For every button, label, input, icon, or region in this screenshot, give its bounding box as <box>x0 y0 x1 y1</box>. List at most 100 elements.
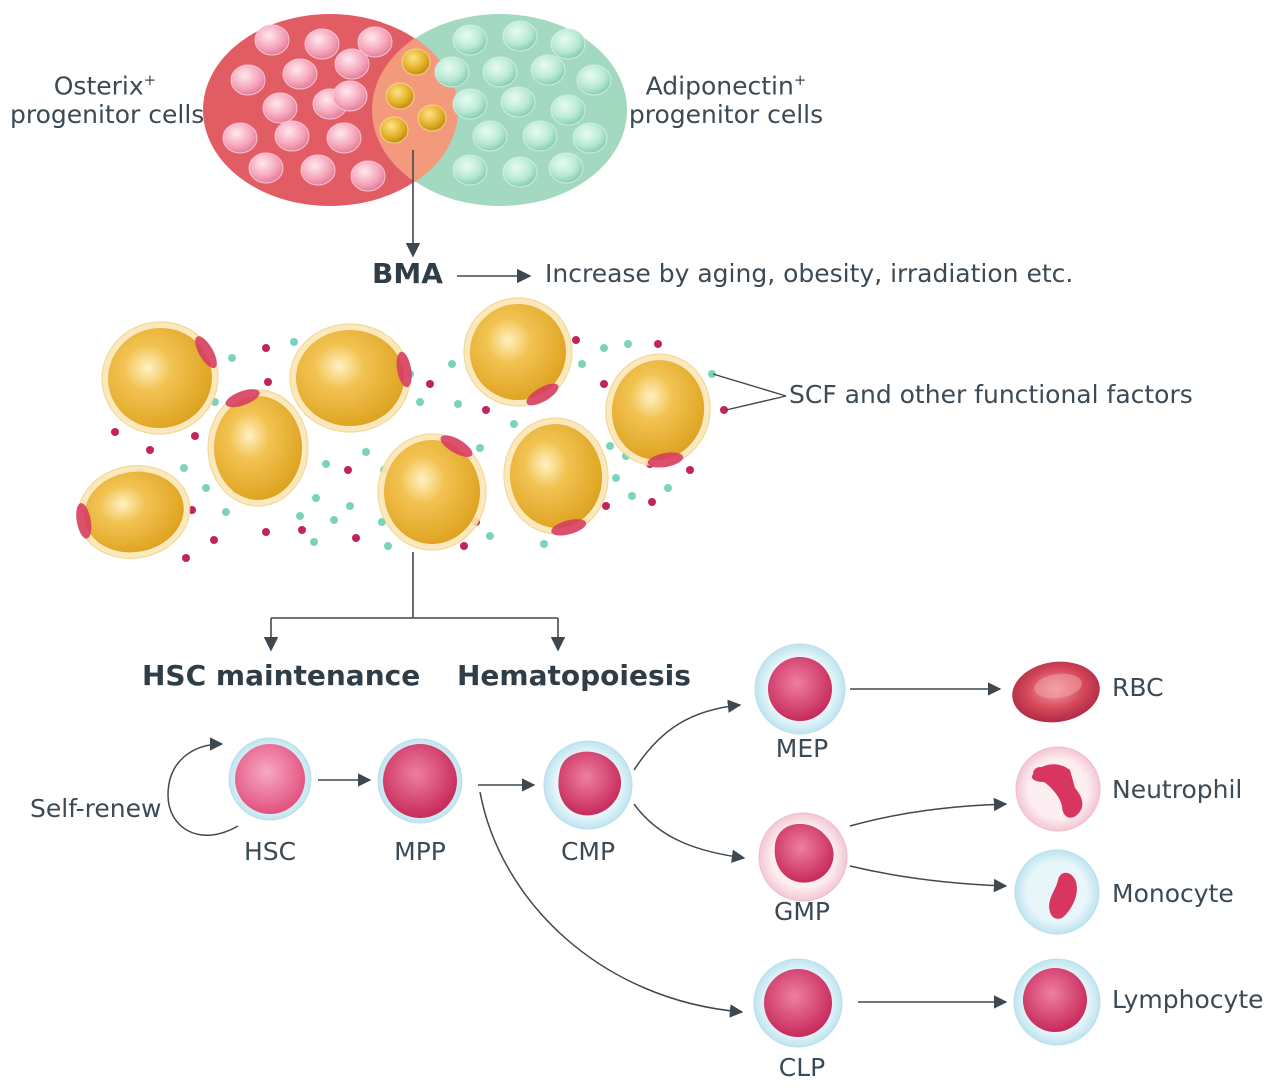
mpp-cell <box>377 738 463 824</box>
adipocyte-cell <box>101 321 219 435</box>
functional-factor-dot <box>600 380 608 388</box>
cmp-cell <box>543 740 633 830</box>
osterix-cell <box>230 64 266 96</box>
functional-factor-dot <box>648 498 656 506</box>
functional-factor-dot <box>352 534 360 542</box>
bma-adipocyte-cluster <box>76 297 728 562</box>
mep-label: MEP <box>775 734 829 763</box>
functional-factor-dot <box>182 554 190 562</box>
functional-factor-dot <box>298 526 306 534</box>
mpp-label: MPP <box>394 837 446 866</box>
hsc-cell <box>228 737 312 821</box>
adiponectin-cell <box>530 54 566 86</box>
adiponectin-label-sup: + <box>793 71 807 89</box>
hematopoiesis-label: Hematopoiesis <box>457 659 691 692</box>
double-positive-cell <box>417 104 447 132</box>
osterix-cell <box>254 24 290 56</box>
hsc-label: HSC <box>243 837 297 866</box>
factor-pointer-line <box>712 373 787 397</box>
self-renew-label: Self-renew <box>30 794 162 823</box>
functional-factor-dot <box>460 542 468 550</box>
osterix-cell <box>300 154 336 186</box>
gmp-to-neutrophil-arrow <box>849 797 1008 827</box>
osterix-cell <box>262 92 298 124</box>
functional-factor-dot <box>482 406 490 414</box>
adipocyte-cell <box>289 323 412 433</box>
bma-increase-text: Increase by aging, obesity, irradiation … <box>545 259 1074 288</box>
functional-factor-dot <box>322 460 330 468</box>
functional-factor-dot <box>720 406 728 414</box>
adipocyte-cell <box>377 433 487 551</box>
adiponectin-cell <box>502 20 538 52</box>
factor-pointer-line <box>725 395 787 411</box>
adiponectin-cell <box>500 86 536 118</box>
adiponectin-cell <box>472 120 508 152</box>
functional-factor-dot <box>426 380 434 388</box>
functional-factor-dot <box>612 474 620 482</box>
adiponectin-cell <box>434 56 470 88</box>
neutrophil-label: Neutrophil <box>1112 775 1243 804</box>
functional-factor-dot <box>202 484 210 492</box>
adiponectin-cell <box>452 154 488 186</box>
functional-factor-dot <box>602 502 610 510</box>
osterix-label-sub: progenitor cells <box>10 100 205 130</box>
venn-diagram <box>203 14 627 206</box>
functional-factor-dot <box>540 540 548 548</box>
osterix-cell <box>222 122 258 154</box>
adiponectin-cell <box>502 156 538 188</box>
rbc-cell <box>1012 661 1100 723</box>
osterix-label-main: Osterix <box>53 71 144 101</box>
functional-factor-dot <box>686 466 694 474</box>
double-positive-cell <box>385 82 415 110</box>
adiponectin-cell <box>550 94 586 126</box>
double-positive-cell <box>379 116 409 144</box>
clp-label: CLP <box>778 1053 826 1082</box>
functional-factor-dot <box>312 494 320 502</box>
gmp-label: GMP <box>773 897 831 926</box>
outcome-branch <box>263 552 566 652</box>
rbc-label: RBC <box>1112 673 1164 702</box>
adipocyte-cell <box>503 417 609 536</box>
lymphocyte-cell <box>1013 958 1101 1046</box>
functional-factor-dot <box>486 532 494 540</box>
functional-factor-dot <box>572 336 580 344</box>
osterix-cell <box>350 160 386 192</box>
functional-factor-dot <box>600 344 608 352</box>
clp-cell <box>753 958 843 1048</box>
double-positive-cell <box>401 48 431 76</box>
functional-factor-dot <box>330 516 338 524</box>
functional-factor-dot <box>384 542 392 550</box>
adipocyte-cell <box>207 389 309 507</box>
adiponectin-cell <box>522 120 558 152</box>
functional-factor-dot <box>290 338 298 346</box>
functional-factor-dot <box>664 484 672 492</box>
cmp-to-gmp-arrow <box>633 803 746 864</box>
functional-factor-dot <box>416 398 424 406</box>
functional-factor-dot <box>296 512 304 520</box>
adiponectin-cell <box>550 28 586 60</box>
functional-factor-dot <box>346 502 354 510</box>
functional-factor-dot <box>448 360 456 368</box>
adiponectin-cell <box>548 152 584 184</box>
adiponectin-cell <box>572 122 608 154</box>
osterix-cell <box>357 26 393 58</box>
functional-factor-dot <box>222 508 230 516</box>
self-renew-arrow <box>167 737 239 836</box>
osterix-label-sup: + <box>143 71 157 89</box>
osterix-cell <box>326 122 362 154</box>
adiponectin-cell <box>576 64 612 96</box>
functional-factor-dot <box>708 370 716 378</box>
osterix-cell <box>274 120 310 152</box>
gmp-to-monocyte-arrow <box>849 865 1008 893</box>
osterix-cell <box>282 58 318 90</box>
functional-factor-dot <box>476 444 484 452</box>
monocyte-label: Monocyte <box>1112 879 1234 908</box>
functional-factor-dot <box>264 378 272 386</box>
mep-cell <box>754 643 846 735</box>
functional-factor-dot <box>624 340 632 348</box>
functional-factor-dot <box>180 464 188 472</box>
functional-factor-dot <box>310 538 318 546</box>
monocyte-cell <box>1014 849 1100 935</box>
adipocyte-cell <box>605 353 711 468</box>
